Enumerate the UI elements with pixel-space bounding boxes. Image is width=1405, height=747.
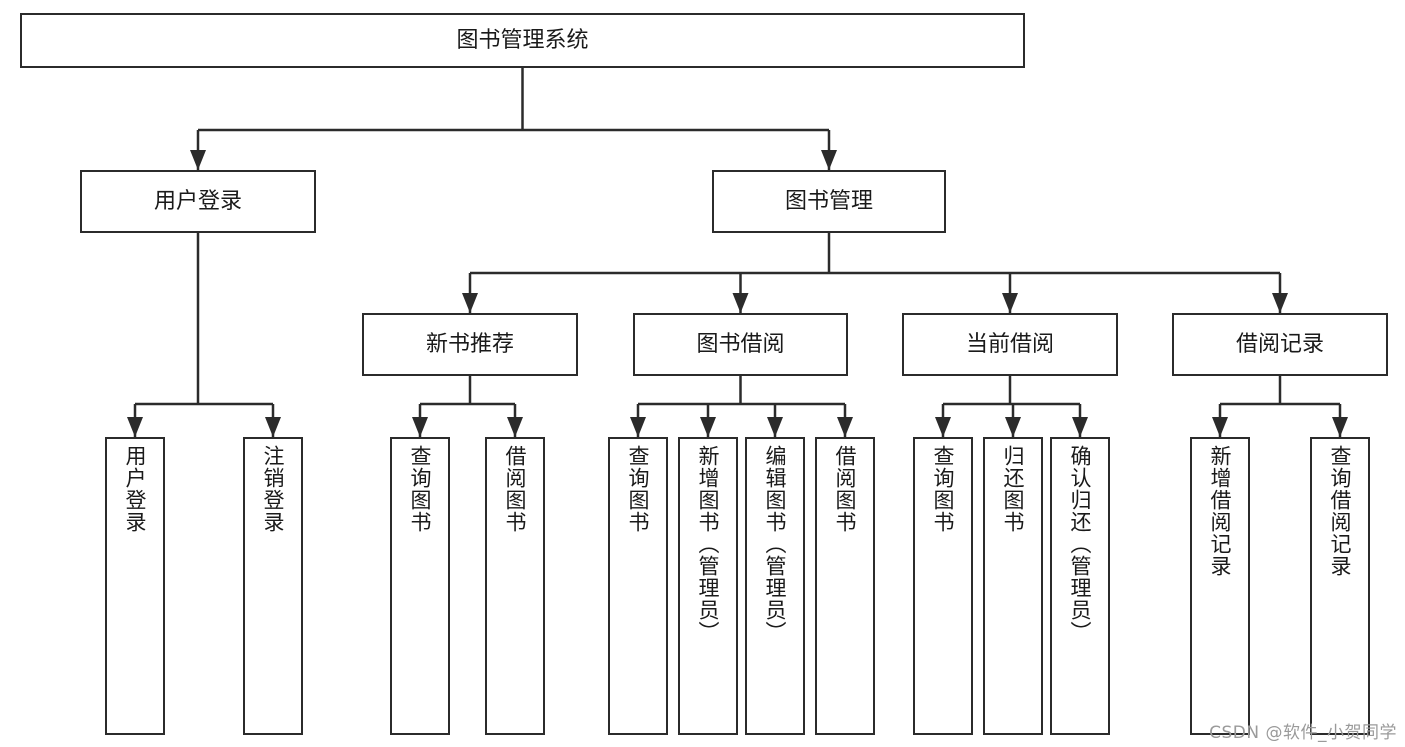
- node-root[interactable]: 图书管理系统: [20, 13, 1025, 68]
- node-label: 新增借阅记录: [1208, 445, 1233, 577]
- node-leaf-logout[interactable]: 注销登录: [243, 437, 303, 735]
- edge-arrowhead: [1005, 417, 1021, 437]
- node-leaf-return-book[interactable]: 归还图书: [983, 437, 1043, 735]
- edge-arrowhead: [732, 293, 749, 313]
- edge-arrowhead: [265, 417, 281, 437]
- edge-arrowhead: [821, 150, 837, 170]
- edge-arrowhead: [412, 417, 428, 437]
- node-borrow-record[interactable]: 借阅记录: [1172, 313, 1388, 376]
- edge-arrowhead: [700, 417, 716, 437]
- edge-arrowhead: [1072, 417, 1088, 437]
- node-leaf-query-record[interactable]: 查询借阅记录: [1310, 437, 1370, 735]
- edge-arrowhead: [1332, 417, 1348, 437]
- node-label: 用户登录: [153, 188, 242, 214]
- node-leaf-borrow-book-1[interactable]: 借阅图书: [485, 437, 545, 735]
- node-label: 新增图书（管理员）: [696, 445, 721, 643]
- edge-arrowhead: [507, 417, 523, 437]
- edge-arrowhead: [127, 417, 143, 437]
- node-leaf-user-login[interactable]: 用户登录: [105, 437, 165, 735]
- watermark: CSDN @软件_小贺同学: [1209, 723, 1397, 743]
- node-label: 查询图书: [408, 445, 433, 533]
- node-leaf-query-book-1[interactable]: 查询图书: [390, 437, 450, 735]
- node-leaf-query-book-3[interactable]: 查询图书: [913, 437, 973, 735]
- node-leaf-edit-book[interactable]: 编辑图书（管理员）: [745, 437, 805, 735]
- node-leaf-borrow-book-2[interactable]: 借阅图书: [815, 437, 875, 735]
- node-new-book-rec[interactable]: 新书推荐: [362, 313, 578, 376]
- edge-arrowhead: [462, 293, 478, 313]
- node-current-borrow[interactable]: 当前借阅: [902, 313, 1118, 376]
- node-label: 图书借阅: [696, 331, 785, 357]
- edge-arrowhead: [935, 417, 951, 437]
- node-label: 借阅图书: [503, 445, 528, 533]
- node-label: 注销登录: [261, 445, 286, 533]
- node-user-login[interactable]: 用户登录: [80, 170, 316, 233]
- edge-arrowhead: [767, 417, 783, 437]
- edge-arrowhead: [630, 417, 646, 437]
- node-leaf-query-book-2[interactable]: 查询图书: [608, 437, 668, 735]
- edge-arrowhead: [1002, 293, 1018, 313]
- node-label: 确认归还（管理员）: [1068, 445, 1093, 643]
- node-label: 编辑图书（管理员）: [763, 445, 788, 643]
- node-leaf-confirm-return[interactable]: 确认归还（管理员）: [1050, 437, 1110, 735]
- node-book-borrow[interactable]: 图书借阅: [633, 313, 848, 376]
- node-label: 借阅图书: [833, 445, 858, 533]
- edge-arrowhead: [1212, 417, 1228, 437]
- node-label: 用户登录: [123, 445, 148, 533]
- node-leaf-add-record[interactable]: 新增借阅记录: [1190, 437, 1250, 735]
- edge-arrowhead: [837, 417, 853, 437]
- node-book-manage[interactable]: 图书管理: [712, 170, 946, 233]
- node-label: 查询借阅记录: [1328, 445, 1353, 577]
- node-label: 当前借阅: [965, 331, 1054, 357]
- node-label: 借阅记录: [1235, 331, 1324, 357]
- node-leaf-add-book[interactable]: 新增图书（管理员）: [678, 437, 738, 735]
- edge-arrowhead: [190, 150, 206, 170]
- node-label: 图书管理: [784, 188, 873, 214]
- node-label: 归还图书: [1001, 445, 1026, 533]
- edge-arrowhead: [1272, 293, 1288, 313]
- node-label: 查询图书: [931, 445, 956, 533]
- node-label: 查询图书: [626, 445, 651, 533]
- node-label: 新书推荐: [425, 331, 514, 357]
- node-label: 图书管理系统: [456, 27, 589, 53]
